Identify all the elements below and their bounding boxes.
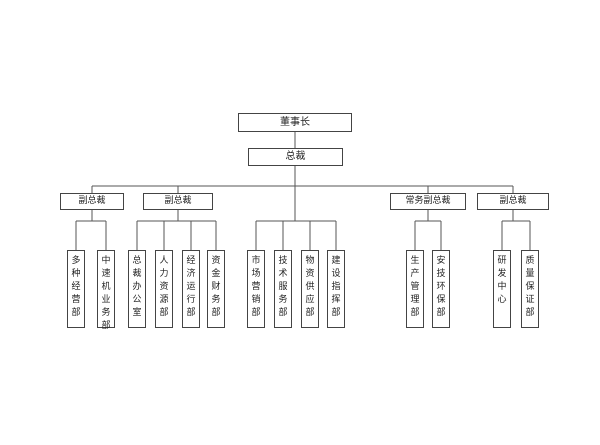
node-vp2: 副总裁 bbox=[143, 193, 213, 210]
node-dept-d14: 质量保证部 bbox=[521, 250, 539, 328]
node-dept-d1: 多种经营部 bbox=[67, 250, 85, 328]
node-dept-d7: 市场营销部 bbox=[247, 250, 265, 328]
node-dept-d9-label: 物资供应部 bbox=[305, 256, 315, 319]
node-vp4-label: 副总裁 bbox=[499, 196, 527, 207]
node-dept-d14-label: 质量保证部 bbox=[525, 256, 535, 319]
node-chairman-label: 董事长 bbox=[280, 116, 310, 128]
node-dept-d11-label: 生产管理部 bbox=[410, 256, 420, 319]
node-dept-d4: 人力资源部 bbox=[155, 250, 173, 328]
node-vp4: 副总裁 bbox=[477, 193, 549, 210]
node-dept-d5-label: 经济运行部 bbox=[186, 256, 196, 319]
node-dept-d7-label: 市场营销部 bbox=[251, 256, 261, 319]
node-dept-d10-label: 建设指挥部 bbox=[331, 256, 341, 319]
node-dept-d1-label: 多种经营部 bbox=[71, 256, 81, 319]
node-dept-d3: 总裁办公室 bbox=[128, 250, 146, 328]
node-dept-d6: 资金财务部 bbox=[207, 250, 225, 328]
node-dept-d2: 中速机业务部 bbox=[97, 250, 115, 331]
node-dept-d12: 安技环保部 bbox=[432, 250, 450, 328]
node-dept-d8-label: 技术服务部 bbox=[278, 256, 288, 319]
node-vp1: 副总裁 bbox=[60, 193, 124, 210]
node-dept-d9: 物资供应部 bbox=[301, 250, 319, 328]
node-vp2-label: 副总裁 bbox=[164, 196, 192, 207]
node-dept-d8: 技术服务部 bbox=[274, 250, 292, 328]
node-president: 总裁 bbox=[248, 148, 343, 166]
node-dept-d10: 建设指挥部 bbox=[327, 250, 345, 328]
node-dept-d2-label: 中速机业务部 bbox=[101, 256, 111, 332]
node-dept-d13-label: 研发中心 bbox=[497, 256, 507, 306]
node-president-label: 总裁 bbox=[285, 151, 306, 162]
node-vp3-label: 常务副总裁 bbox=[405, 196, 451, 207]
node-chairman: 董事长 bbox=[238, 113, 352, 132]
node-dept-d12-label: 安技环保部 bbox=[436, 256, 446, 319]
node-vp3: 常务副总裁 bbox=[390, 193, 466, 210]
node-dept-d13: 研发中心 bbox=[493, 250, 511, 328]
node-dept-d3-label: 总裁办公室 bbox=[132, 256, 142, 319]
node-dept-d4-label: 人力资源部 bbox=[159, 256, 169, 319]
node-dept-d11: 生产管理部 bbox=[406, 250, 424, 328]
node-vp1-label: 副总裁 bbox=[78, 196, 106, 207]
node-dept-d5: 经济运行部 bbox=[182, 250, 200, 328]
node-dept-d6-label: 资金财务部 bbox=[211, 256, 221, 319]
